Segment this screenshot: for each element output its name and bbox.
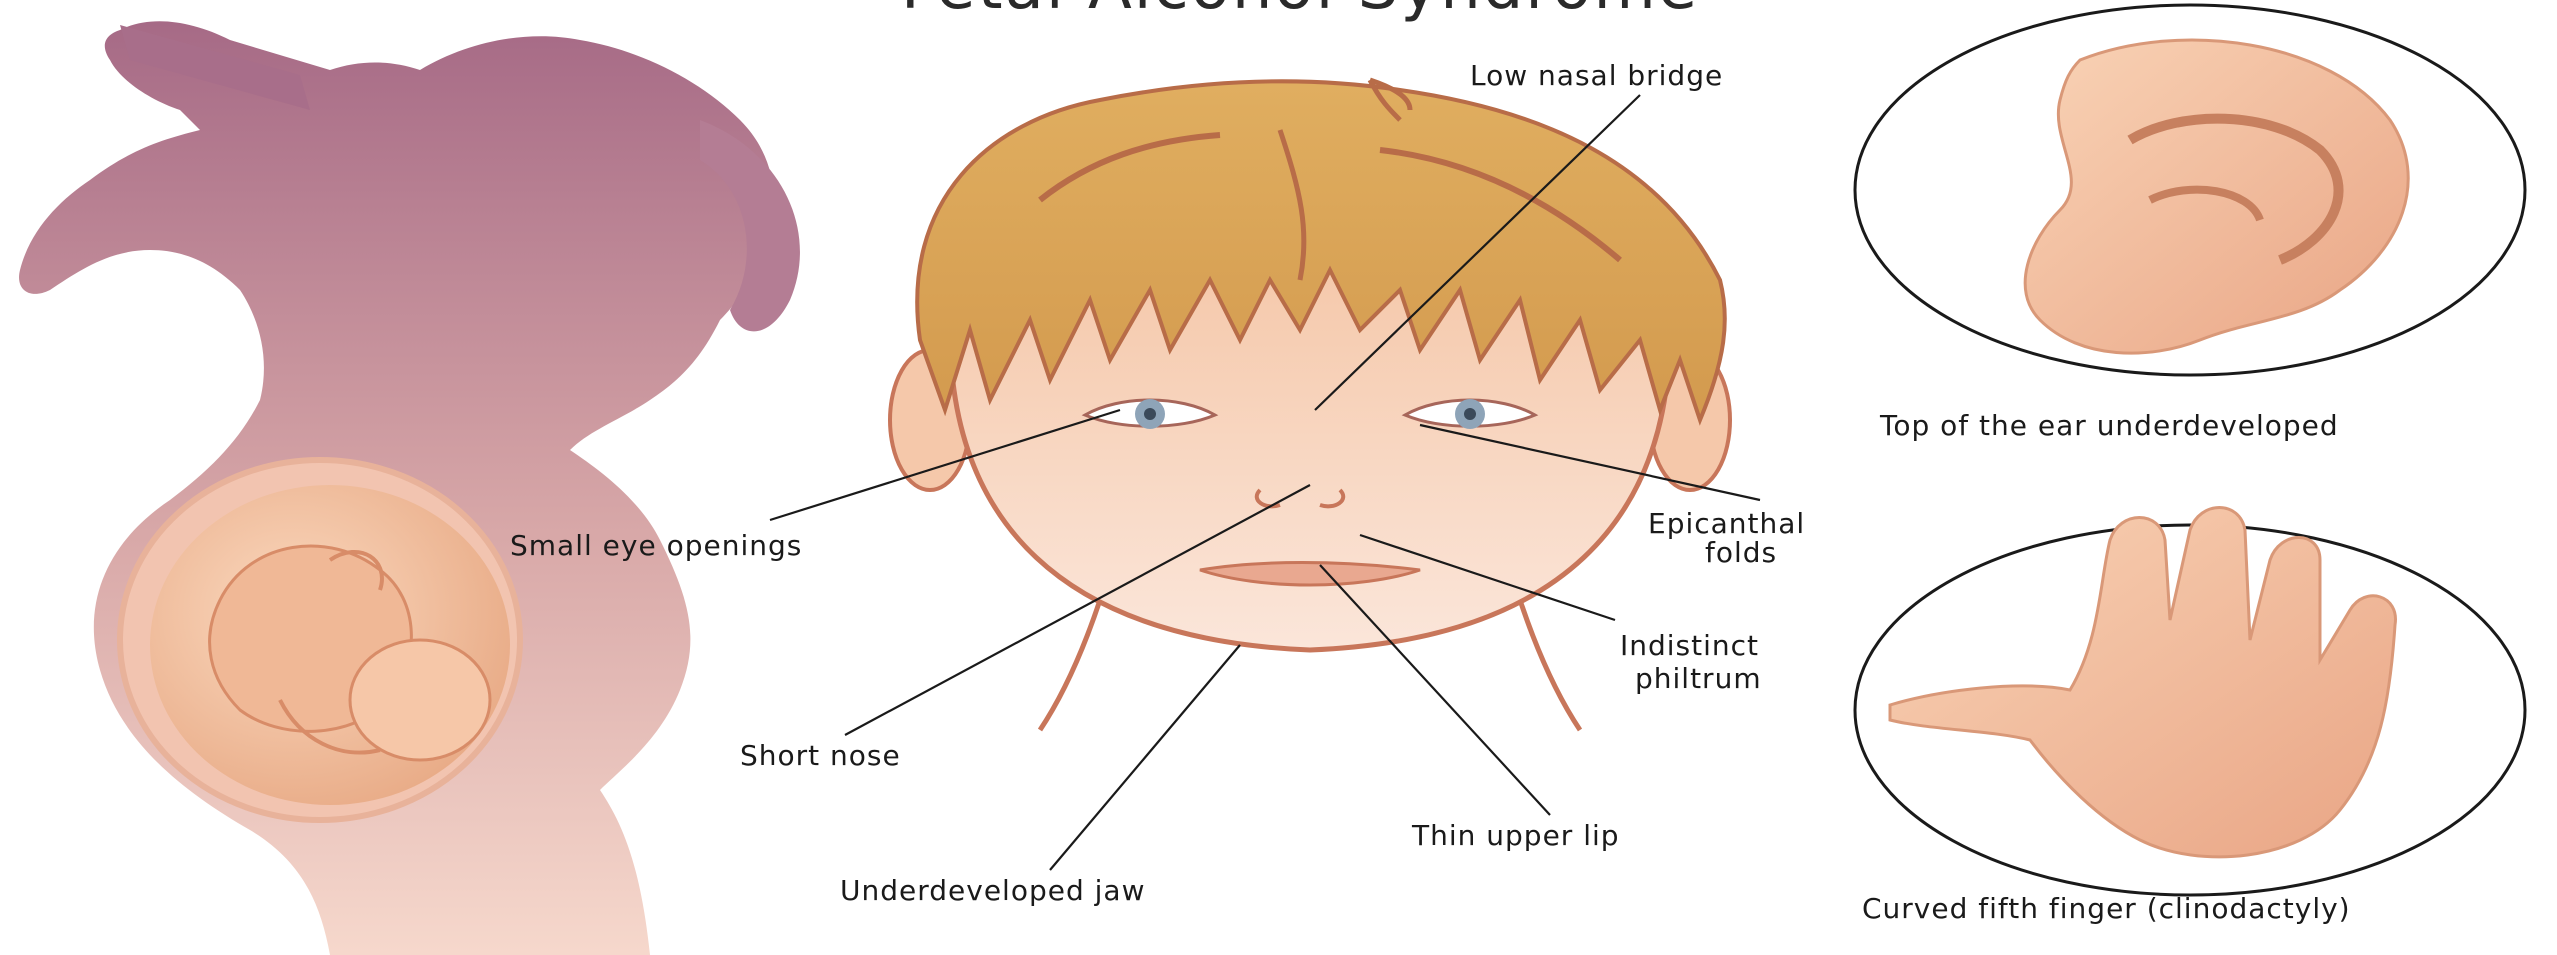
label-hand-caption: Curved fifth finger (clinodactyly) [1862, 892, 2351, 925]
label-indistinct-philtrum-line2: philtrum [1635, 662, 1762, 695]
label-underdeveloped-jaw: Underdeveloped jaw [840, 874, 1145, 907]
label-low-nasal-bridge: Low nasal bridge [1470, 59, 1723, 92]
hand-illustration [1855, 508, 2525, 896]
label-epicanthal-folds-line2: folds [1705, 536, 1777, 569]
ear-illustration [1855, 5, 2525, 375]
diagram-title: Fetal Alcohol Syndrome [901, 0, 1699, 24]
leader-underdeveloped-jaw [1050, 645, 1240, 870]
label-short-nose: Short nose [740, 739, 901, 772]
label-thin-upper-lip: Thin upper lip [1411, 819, 1620, 852]
fetus-illustration [120, 460, 520, 820]
label-small-eye-openings: Small eye openings [510, 529, 802, 562]
label-indistinct-philtrum-line1: Indistinct [1620, 629, 1759, 662]
label-ear-caption: Top of the ear underdeveloped [1879, 409, 2339, 442]
child-face-illustration [890, 80, 1730, 730]
